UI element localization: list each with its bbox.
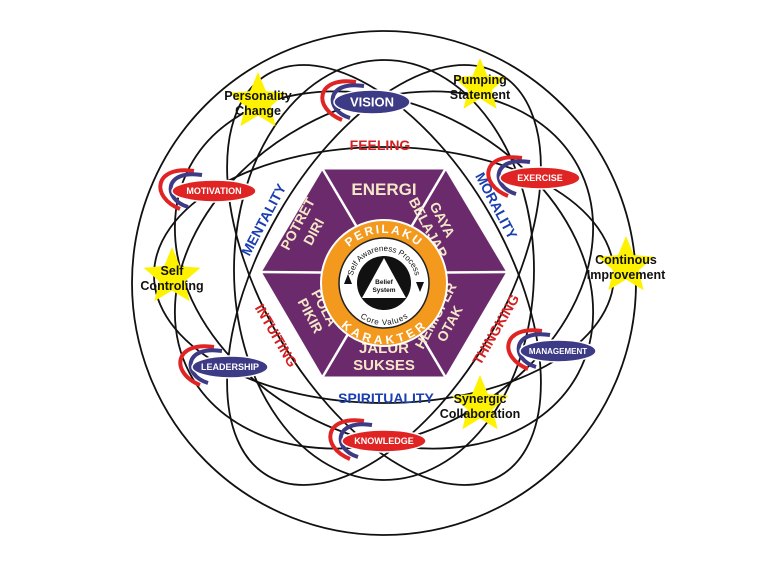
oval-label-management: MANAGEMENT (529, 347, 587, 356)
oval-label-motivation: MOTIVATION (186, 186, 241, 196)
oval-knowledge: KNOWLEDGE (328, 418, 427, 461)
segment-jalur-sukses-2: SUKSES (353, 357, 415, 374)
oval-label-exercise: EXERCISE (517, 173, 563, 183)
swoosh-red-icon (320, 79, 357, 122)
swoosh-red-icon (158, 168, 195, 211)
swoosh-red-icon (178, 344, 215, 387)
swoosh-blue-icon (188, 348, 223, 385)
swoosh-blue-icon (516, 332, 551, 369)
oval-management: MANAGEMENT (506, 328, 597, 371)
belief-triangle (362, 258, 406, 298)
oval-shape (171, 179, 257, 203)
oval-shape (333, 89, 411, 115)
star-label-pumping-statement-1: Statement (450, 88, 511, 102)
swoosh-red-icon (328, 418, 365, 461)
orbit-diagonal-b (226, 64, 542, 486)
dimension-spirituality: SPIRITUALITY (338, 390, 434, 406)
oval-leadership: LEADERSHIP (178, 344, 269, 387)
oval-label-knowledge: KNOWLEDGE (354, 436, 414, 446)
star-label-synergic-collaboration-1: Collaboration (440, 407, 521, 421)
swoosh-red-icon (506, 328, 543, 371)
concept-ovals: VISION EXERCISE MANAGEMENT KNOWLEDGE LEADERS… (158, 79, 597, 461)
oval-shape (191, 355, 269, 379)
oval-exercise: EXERCISE (486, 155, 581, 198)
swoosh-blue-icon (338, 422, 373, 459)
oval-vision: VISION (320, 79, 411, 122)
belief-label: Belief (375, 279, 394, 286)
star-label-continous-improvement-1: Improvement (587, 268, 666, 282)
orbit-large-b (173, 90, 595, 450)
star-label-personality-change-0: Personality (224, 89, 291, 103)
orbit-lines (131, 30, 637, 536)
swoosh-blue-icon (496, 159, 531, 196)
dimension-feeling: FEELING (350, 137, 411, 153)
star-label-pumping-statement-0: Pumping (453, 73, 506, 87)
swoosh-blue-icon (168, 172, 203, 209)
star-label-synergic-collaboration-0: Synergic (454, 392, 507, 406)
star-icon (451, 375, 509, 430)
star-icon (229, 72, 287, 127)
star-icon (143, 247, 201, 302)
arrow-left-icon (344, 274, 352, 284)
star-label-self-controling-1: Controling (140, 279, 203, 293)
orbit-large-a (173, 90, 595, 450)
oval-shape (499, 166, 581, 190)
star-label-personality-change-1: Change (235, 104, 281, 118)
star-icon (597, 236, 655, 291)
system-label: System (372, 287, 395, 294)
star-label-self-controling-0: Self (161, 264, 185, 278)
oval-label-leadership: LEADERSHIP (201, 362, 259, 372)
oval-shape (341, 429, 427, 453)
arrow-right-icon (416, 282, 424, 292)
swoosh-red-icon (486, 155, 523, 198)
star-label-continous-improvement-0: Continous (595, 253, 657, 267)
orbit-diagonal-a (226, 64, 542, 486)
swoosh-blue-icon (330, 83, 365, 120)
oval-motivation: MOTIVATION (158, 168, 257, 211)
segment-energi: ENERGI (351, 180, 416, 199)
core-rings: PERILAKU KARAKTER Self Awareness Process… (320, 219, 448, 347)
orbit-vertical (233, 59, 535, 481)
star-icon (453, 58, 507, 109)
oval-label-vision: VISION (350, 95, 394, 110)
oval-shape (519, 339, 597, 363)
